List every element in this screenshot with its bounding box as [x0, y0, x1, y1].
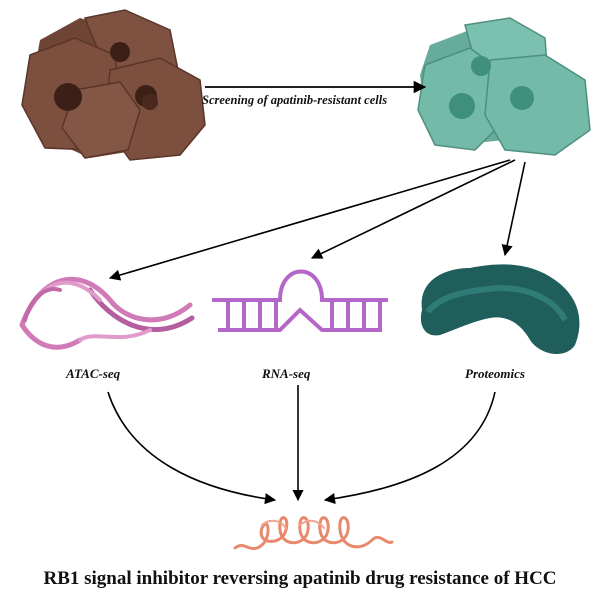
arrow-proteomics-to-target: [323, 391, 496, 505]
atac-seq-label: ATAC-seq: [66, 366, 121, 381]
rna-hairpin-icon: [212, 269, 388, 332]
coiled-protein-icon: [233, 516, 394, 551]
arrow-atac-to-target: [107, 391, 277, 505]
arrow-to-proteomics: [501, 161, 526, 257]
figure-title: RB1 signal inhibitor reversing apatinib …: [43, 568, 557, 589]
arrow-to-rna: [310, 159, 516, 259]
rna-seq-label: RNA-seq: [262, 366, 311, 381]
screening-label: Screening of apatinib-resistant cells: [202, 93, 388, 107]
proteomics-label: Proteomics: [465, 366, 525, 381]
arrow-to-atac: [108, 159, 511, 281]
resistant-cells-icon: [417, 17, 591, 156]
dna-helix-icon: [19, 276, 195, 350]
parental-cells-icon: [21, 9, 206, 161]
proteome-icon: [420, 264, 580, 355]
